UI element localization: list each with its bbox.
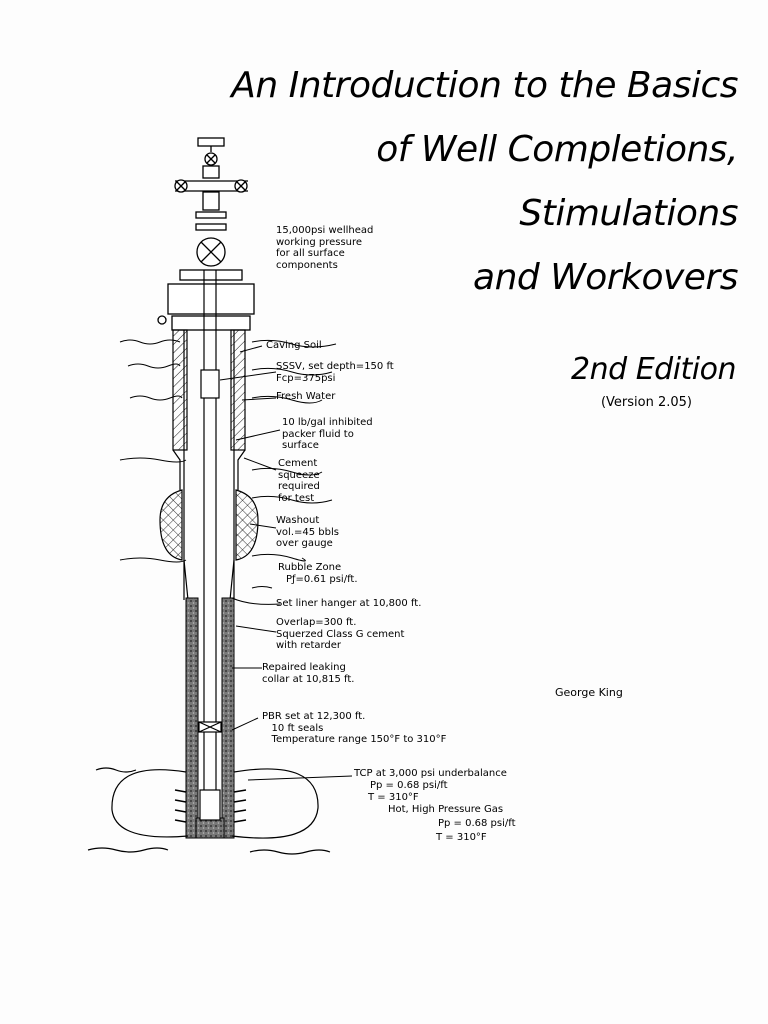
- label-cement-squeeze: Cement squeeze required for test: [278, 458, 320, 504]
- label-wellhead-pressure: 15,000psi wellhead working pressure for …: [276, 225, 374, 271]
- label-overlap: Overlap=300 ft. Squerzed Class G cement …: [276, 617, 405, 651]
- label-sssv: SSSV, set depth=150 ft Fcp=375psi: [276, 361, 394, 384]
- label-packer-fluid: 10 lb/gal inhibited packer fluid to surf…: [282, 417, 373, 451]
- leader-lines: [219, 345, 353, 781]
- liner-cement-right: [221, 597, 235, 839]
- label-gas: Hot, High Pressure Gas: [388, 804, 504, 815]
- reservoir-zone: [87, 767, 331, 855]
- label-washout: Washout vol.=45 bbls over gauge: [276, 515, 339, 549]
- rathole-cement: [195, 817, 225, 839]
- label-tcp: TCP at 3,000 psi underbalance: [354, 768, 507, 779]
- label-tcp-t: T = 310°F: [368, 792, 419, 803]
- label-tcp-pp: Pp = 0.68 psi/ft: [370, 780, 448, 791]
- edition-label: 2nd Edition: [571, 352, 736, 387]
- label-gas-pp: Pp = 0.68 psi/ft: [438, 818, 516, 829]
- label-rubble-pressure: Pƒ=0.61 psi/ft.: [286, 574, 358, 585]
- title-line-3: Stimulations: [519, 193, 738, 234]
- author-name: George King: [555, 686, 623, 699]
- label-leaking-collar: Repaired leaking collar at 10,815 ft.: [262, 662, 355, 685]
- title-line-1: An Introduction to the Basics: [231, 65, 738, 106]
- tubing-string: [198, 270, 222, 821]
- liner-cement-left: [185, 597, 199, 839]
- washout-zone: [159, 489, 183, 561]
- formation-lines: [119, 339, 337, 589]
- label-fresh-water: Fresh Water: [276, 391, 336, 402]
- label-rubble-zone: Rubble Zone: [278, 562, 342, 573]
- wellhead: [157, 137, 255, 331]
- title-line-2: of Well Completions,: [376, 129, 738, 170]
- perforations: [174, 789, 247, 823]
- label-pbr: PBR set at 12,300 ft. 10 ft seals Temper…: [262, 711, 447, 745]
- version-label: (Version 2.05): [600, 395, 692, 410]
- label-gas-t: T = 310°F: [436, 832, 487, 843]
- title-line-4: and Workovers: [473, 257, 738, 298]
- label-caving-soil: Caving Soil: [266, 340, 322, 351]
- label-liner-hanger: Set liner hanger at 10,800 ft.: [276, 598, 422, 609]
